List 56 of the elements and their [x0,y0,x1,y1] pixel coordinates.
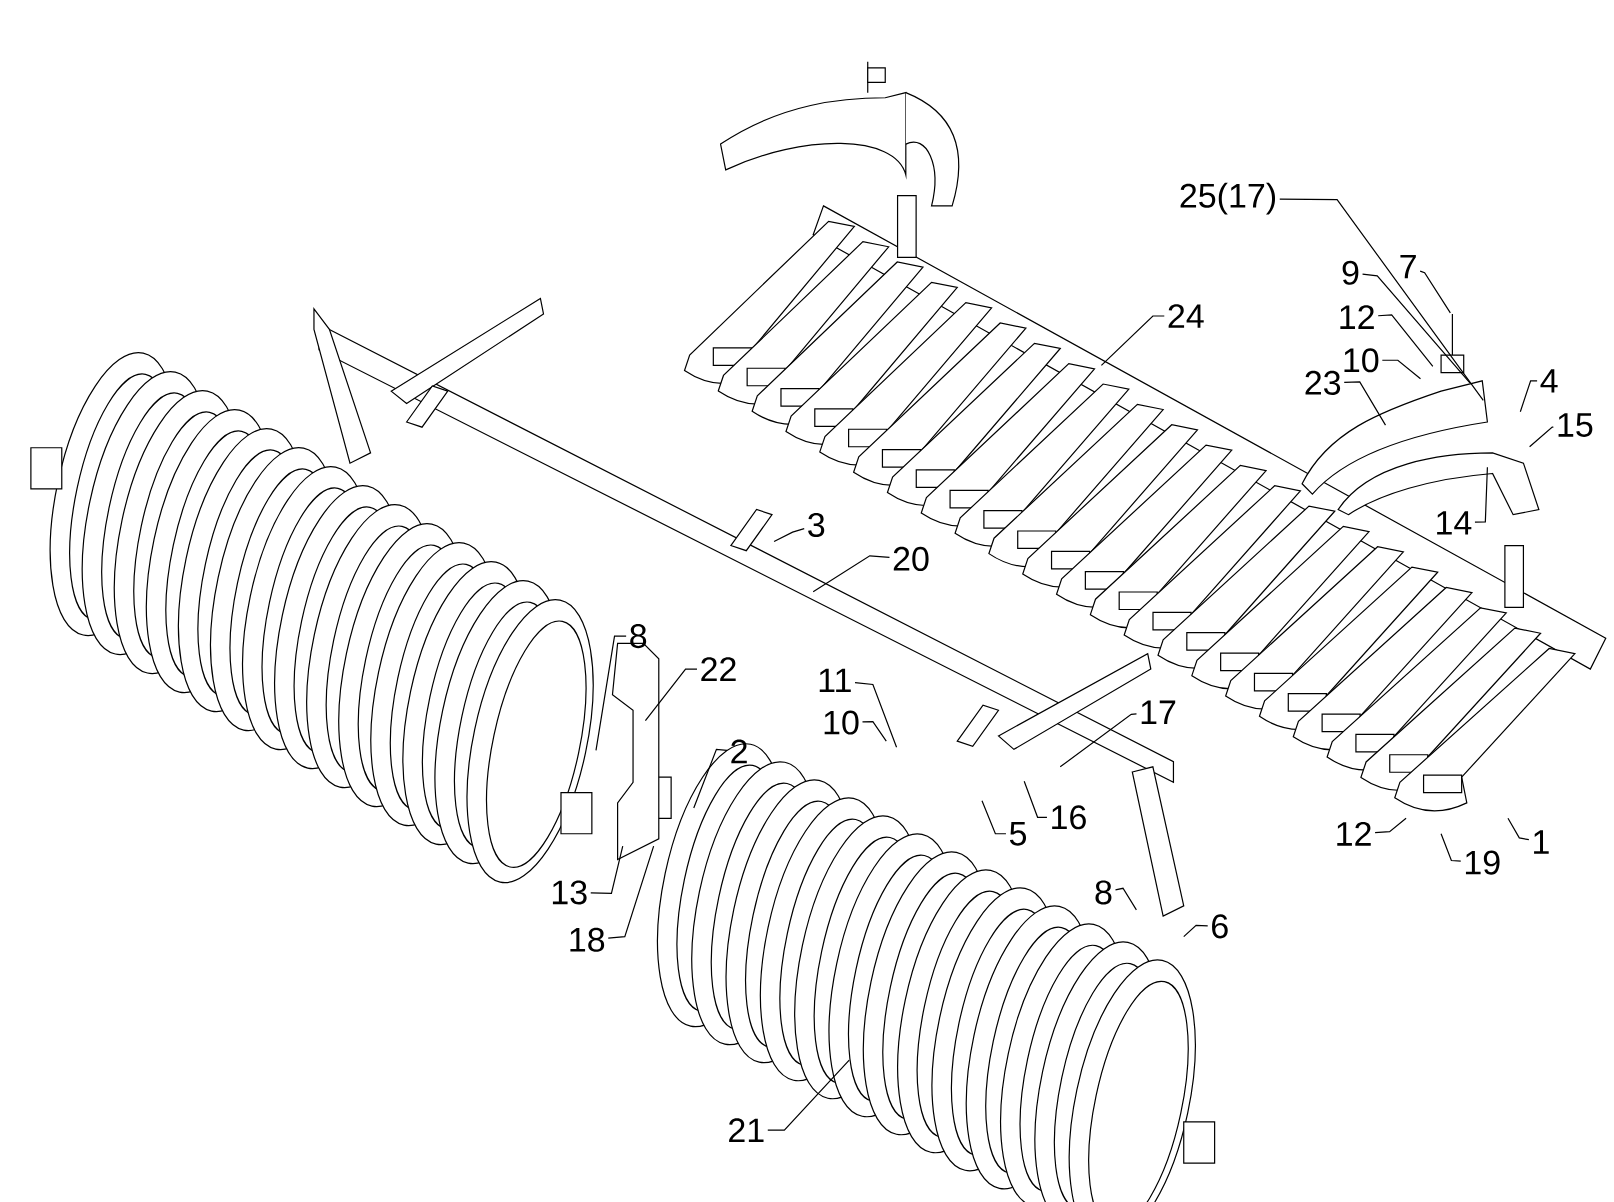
callout-number: 8 [630,623,647,649]
leader-line [1343,381,1387,426]
leader-line [595,635,627,751]
leader-line [861,720,887,742]
leader-line [1381,359,1422,380]
leader-line [607,845,655,939]
callout-number: 24 [1168,304,1204,328]
callout-number: 7 [1400,254,1416,279]
leader-line [981,800,1007,835]
leader-line [693,748,728,809]
leader-line [1114,887,1137,911]
callout-number: 18 [570,927,605,952]
leader-line [812,555,891,593]
callout-number: 22 [701,657,736,681]
leader-line [1507,817,1530,841]
callout-number: 6 [1212,914,1228,939]
leader-line [1374,817,1407,833]
callout-number: 25(17) [1180,182,1276,215]
callout-number: 5 [1009,821,1027,846]
leader-line [1100,315,1165,366]
leader-line [773,527,805,542]
callout-number: 14 [1437,511,1472,535]
leader-line [767,1059,850,1131]
leader-line [1419,270,1451,314]
leader-line [1440,833,1462,862]
callout-number: 2 [731,739,747,764]
leader-line [644,668,698,721]
leader-line [1377,314,1434,367]
callout-number: 9 [1342,260,1359,285]
callout-number: 11 [819,668,851,692]
callout-number: 12 [1340,305,1374,329]
callout-number: 10 [1344,348,1379,373]
leader-line [1279,198,1484,401]
leader-line [1059,713,1138,768]
callout-number: 10 [824,710,859,735]
leader-line [1529,426,1554,448]
callout-number: 12 [1337,821,1371,846]
callout-number: 8 [1095,880,1112,905]
leader-line [1361,273,1471,384]
callout-number: 4 [1540,369,1558,393]
callout-number: 17 [1141,700,1176,724]
callout-number: 19 [1465,850,1500,875]
callout-number: 16 [1052,805,1086,830]
callout-number: 23 [1305,370,1341,395]
callout-number: 13 [552,880,587,905]
callout-number: 21 [729,1118,764,1142]
callout-number: 15 [1558,413,1593,437]
leader-line [1183,924,1209,938]
leader-line [590,845,624,894]
leader-line [1474,466,1488,523]
leader-line [854,681,898,748]
callout-number: 1 [1534,830,1549,854]
leader-line [1023,780,1048,818]
callout-number: 20 [893,546,929,571]
callout-number: 3 [808,512,825,537]
leader-line [1519,380,1538,413]
